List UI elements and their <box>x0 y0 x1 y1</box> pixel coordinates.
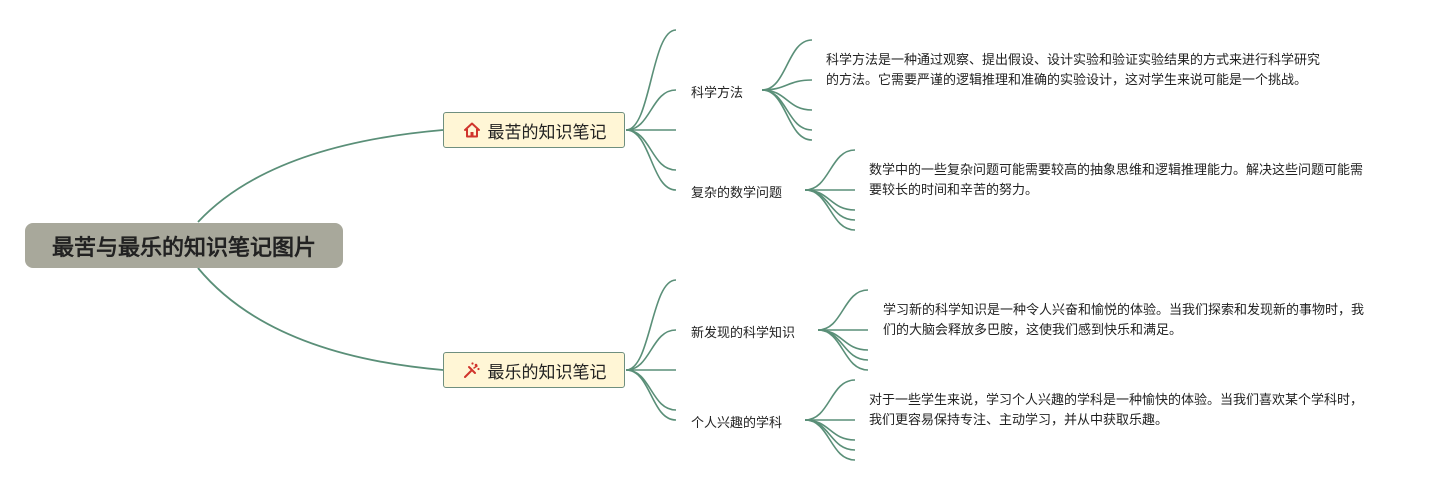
connector-branch-2-2 <box>625 329 677 371</box>
branch-happiest-notes[interactable]: 最乐的知识笔记 <box>443 352 625 388</box>
connector-topic-2-detail-1 <box>804 149 856 191</box>
detail-complex-math: 数学中的一些复杂问题可能需要较高的抽象思维和逻辑推理能力。解决这些问题可能需要较… <box>869 163 1364 198</box>
connector-topic-3-detail-5 <box>817 329 869 371</box>
topic-label: 复杂的数学问题 <box>691 186 783 201</box>
connector-topic-4-detail-3 <box>804 419 856 441</box>
connector-branch-2-5 <box>625 369 677 421</box>
connector-topic-3-detail-4 <box>817 329 869 361</box>
branch-label: 最苦的知识笔记 <box>487 122 607 143</box>
connector-branch-1-2 <box>625 89 677 131</box>
root-title: 最苦与最乐的知识笔记图片 <box>51 235 316 261</box>
connector-branch-1-4 <box>625 129 677 171</box>
detail-personal-interest: 对于一些学生来说，学习个人兴趣的学科是一种愉快的体验。当我们喜欢某个学科时，我们… <box>869 393 1364 428</box>
connector-root-to-branch-1 <box>197 129 444 223</box>
connector-topic-3-detail-3 <box>817 329 869 351</box>
topic-complex-math[interactable]: 复杂的数学问题 <box>691 182 782 201</box>
connector-topic-1-detail-3 <box>761 89 813 111</box>
connector-topic-2-detail-3 <box>804 189 856 211</box>
connector-topic-2-detail-4 <box>804 189 856 221</box>
connector-topic-2-detail-5 <box>804 189 856 231</box>
connector-topic-4-detail-5 <box>804 419 856 461</box>
connector-topic-1-detail-1 <box>761 39 813 91</box>
connector-branch-1-1 <box>625 29 677 131</box>
connector-root-to-branch-2 <box>197 267 444 371</box>
connector-topic-3-detail-1 <box>817 289 869 331</box>
detail-scientific-method: 科学方法是一种通过观察、提出假设、设计实验和验证实验结果的方式来进行科学研究的方… <box>826 53 1321 88</box>
branch-label: 最乐的知识笔记 <box>487 362 607 383</box>
connector-topic-4-detail-4 <box>804 419 856 451</box>
root-node[interactable]: 最苦与最乐的知识笔记图片 <box>25 223 343 268</box>
topic-scientific-method[interactable]: 科学方法 <box>691 82 743 101</box>
connector-branch-2-1 <box>625 279 677 371</box>
home-icon <box>462 120 482 140</box>
connector-branch-2-4 <box>625 369 677 411</box>
topic-personal-interest[interactable]: 个人兴趣的学科 <box>691 412 782 431</box>
connector-topic-4-detail-1 <box>804 379 856 421</box>
topic-new-science-knowledge[interactable]: 新发现的科学知识 <box>691 322 795 341</box>
branch-hardest-notes[interactable]: 最苦的知识笔记 <box>443 112 625 148</box>
connector-branch-1-5 <box>625 129 677 191</box>
topic-label: 个人兴趣的学科 <box>691 416 783 431</box>
party-popper-icon <box>462 360 482 380</box>
topic-label: 科学方法 <box>691 86 744 101</box>
detail-new-science-knowledge: 学习新的科学知识是一种令人兴奋和愉悦的体验。当我们探索和发现新的事物时，我们的大… <box>883 303 1365 338</box>
topic-label: 新发现的科学知识 <box>691 326 796 341</box>
connector-topic-1-detail-5 <box>761 89 813 141</box>
